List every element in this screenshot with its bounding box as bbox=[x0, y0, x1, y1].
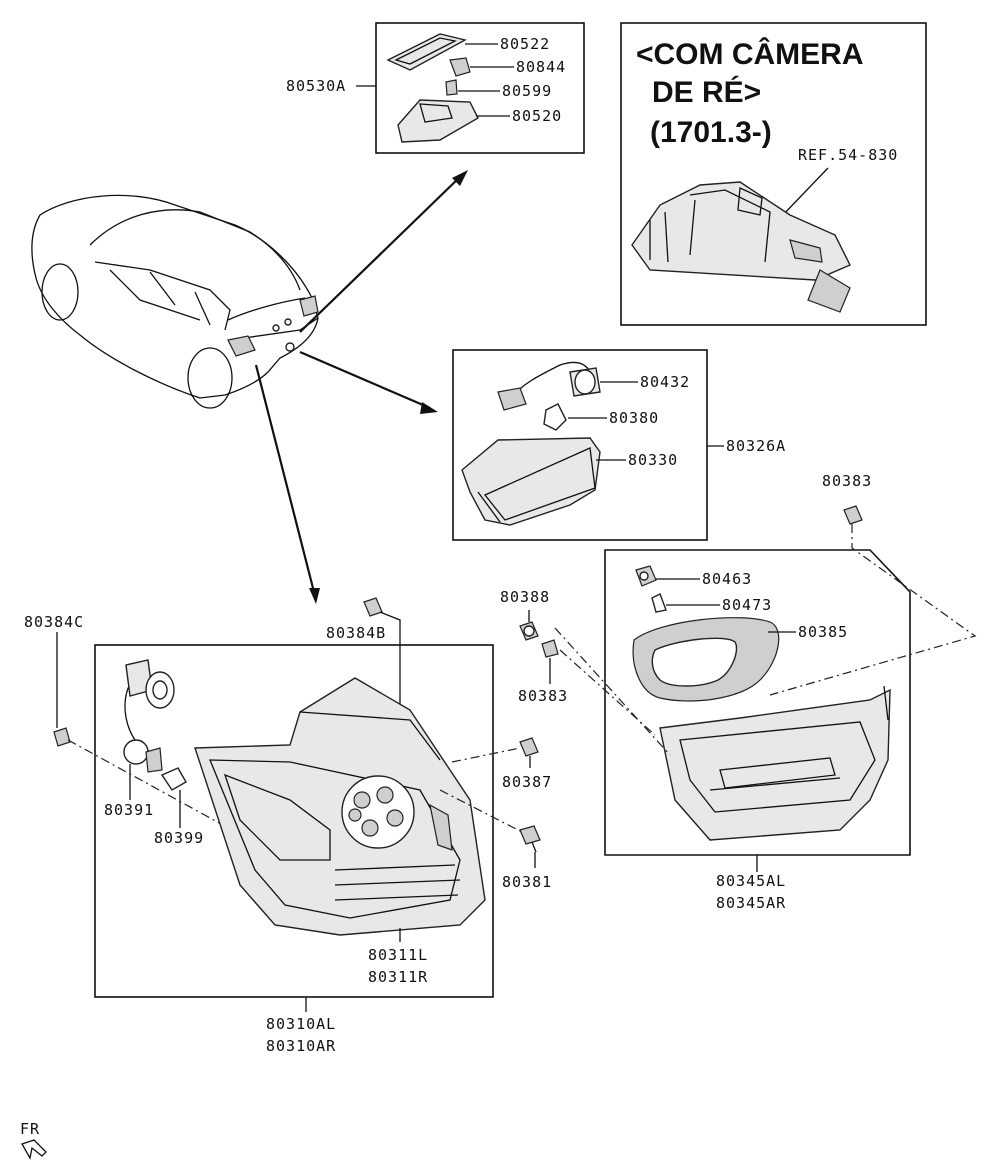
label-80330: 80330 bbox=[628, 451, 678, 469]
label-80387: 80387 bbox=[502, 773, 552, 791]
camera-note-box bbox=[620, 22, 927, 326]
label-80391: 80391 bbox=[104, 801, 154, 819]
label-80380: 80380 bbox=[609, 409, 659, 427]
label-80432: 80432 bbox=[640, 373, 690, 391]
label-80463: 80463 bbox=[702, 570, 752, 588]
license-lamp-lens-icon bbox=[386, 33, 467, 71]
label-80345A: 80345AL 80345AR bbox=[716, 872, 796, 912]
label-80310AL: 80310AL bbox=[266, 1015, 336, 1033]
label-fr: FR bbox=[20, 1120, 40, 1138]
label-80310A: 80310AL 80310AR bbox=[266, 1015, 346, 1055]
front-direction-arrow-icon bbox=[21, 1139, 47, 1160]
label-80384C: 80384C bbox=[24, 613, 84, 631]
clip-80384B-icon bbox=[363, 597, 383, 617]
label-80530A: 80530A bbox=[286, 77, 346, 95]
backup-lamp-lens-icon bbox=[461, 437, 601, 526]
retainer-clip-icon bbox=[651, 593, 667, 613]
inner-gasket-icon bbox=[632, 617, 780, 702]
license-lamp-box bbox=[375, 22, 585, 154]
label-80384B: 80384B bbox=[326, 624, 386, 642]
label-80383-mid: 80383 bbox=[518, 687, 568, 705]
backup-lamp-box bbox=[452, 349, 708, 541]
label-80385: 80385 bbox=[798, 623, 848, 641]
gasket-icon bbox=[543, 403, 567, 431]
label-80310AR: 80310AR bbox=[266, 1037, 336, 1055]
label-80520: 80520 bbox=[512, 107, 562, 125]
small-bulb-icon bbox=[445, 79, 458, 96]
socket-harness-icon bbox=[123, 659, 175, 773]
screw-80381-icon bbox=[519, 825, 541, 853]
label-80311R: 80311R bbox=[368, 968, 428, 986]
license-lamp-housing-icon bbox=[397, 99, 479, 143]
clip-80384C-icon bbox=[53, 727, 71, 747]
note-line-1: <COM CÂMERA bbox=[636, 37, 864, 71]
label-80522: 80522 bbox=[500, 35, 550, 53]
label-80345AL: 80345AL bbox=[716, 872, 786, 890]
label-80388: 80388 bbox=[500, 588, 550, 606]
label-80383-top: 80383 bbox=[822, 472, 872, 490]
bulb-socket-icon bbox=[449, 57, 471, 77]
inner-lamp-box bbox=[604, 549, 911, 856]
note-line-2: DE RÉ> bbox=[652, 75, 761, 109]
outer-lamp-box bbox=[94, 644, 494, 998]
inner-tail-lamp-icon bbox=[659, 685, 891, 841]
label-80311: 80311L 80311R bbox=[368, 946, 438, 986]
label-80599: 80599 bbox=[502, 82, 552, 100]
label-ref-54-830: REF.54-830 bbox=[798, 146, 898, 164]
nut-80388-icon bbox=[519, 621, 539, 641]
label-80345AR: 80345AR bbox=[716, 894, 786, 912]
camera-bracket-icon bbox=[631, 181, 851, 313]
label-80473: 80473 bbox=[722, 596, 772, 614]
label-80381: 80381 bbox=[502, 873, 552, 891]
clip-80383-mid-icon bbox=[541, 639, 559, 658]
label-80326A: 80326A bbox=[726, 437, 786, 455]
wire-harness-icon bbox=[497, 361, 601, 411]
screw-80387-icon bbox=[519, 737, 539, 757]
outer-tail-lamp-icon bbox=[194, 677, 486, 936]
bulb-gasket-icon bbox=[160, 767, 187, 791]
label-80399: 80399 bbox=[154, 829, 204, 847]
clip-80383-top-icon bbox=[843, 505, 863, 525]
note-line-3: (1701.3-) bbox=[650, 116, 772, 149]
label-80844: 80844 bbox=[516, 58, 566, 76]
label-80311L: 80311L bbox=[368, 946, 428, 964]
vehicle-illustration bbox=[31, 194, 319, 409]
clip-nut-icon bbox=[635, 565, 657, 587]
